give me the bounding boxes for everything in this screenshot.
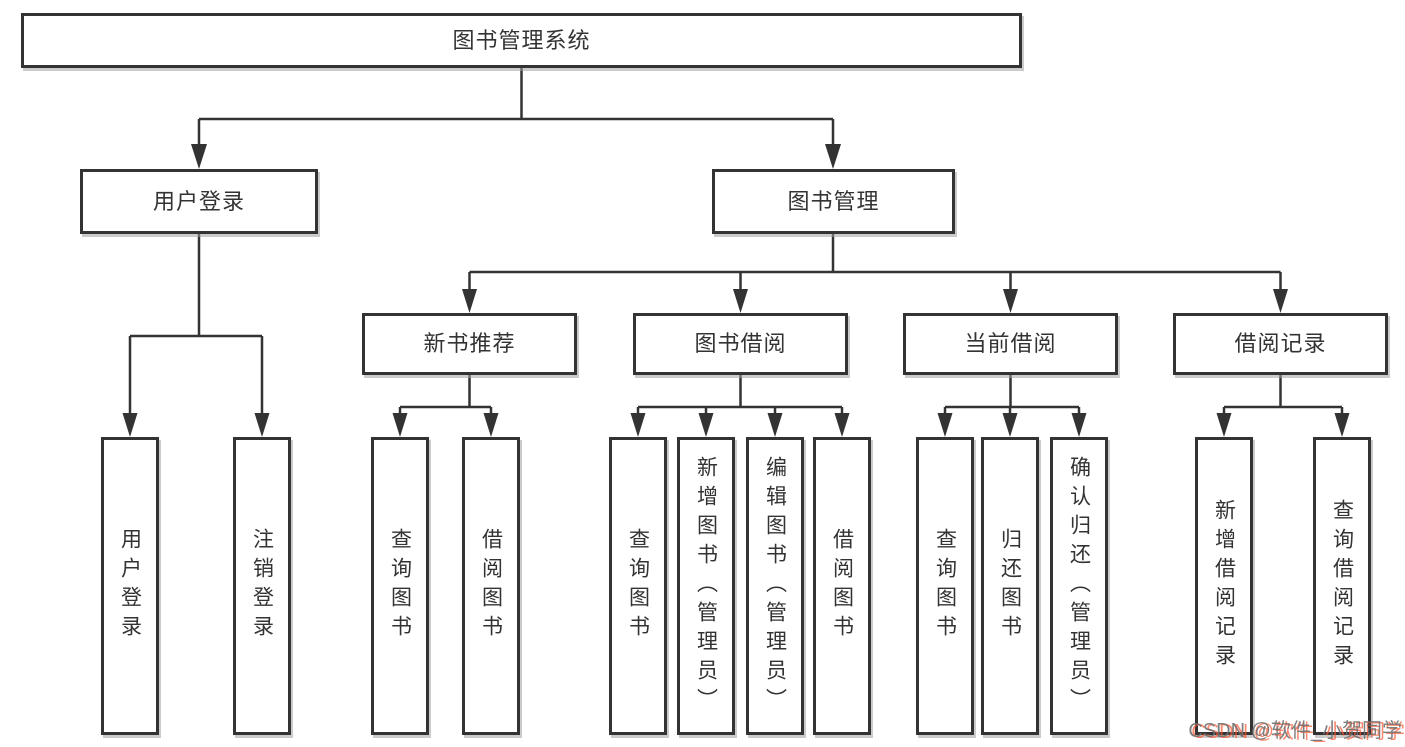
- leaf-logout-label: 注销登录: [250, 528, 274, 644]
- node-book-borrow-label: 图书借阅: [694, 331, 787, 356]
- node-current-borrow: 当前借阅: [903, 313, 1118, 375]
- leaf-borrow-books-recommend: 借阅图书: [462, 437, 520, 735]
- leaf-edit-book-admin-label: 编辑图书（管理员）: [763, 455, 787, 717]
- node-new-book-recommend-label: 新书推荐: [423, 331, 516, 356]
- leaf-query-borrow-record: 查询借阅记录: [1313, 437, 1371, 735]
- leaf-query-books-recommend-label: 查询图书: [388, 528, 412, 644]
- arrowheads: [122, 144, 1350, 437]
- leaf-borrow-books: 借阅图书: [813, 437, 871, 735]
- leaf-logout: 注销登录: [233, 437, 291, 735]
- leaf-add-borrow-record-label: 新增借阅记录: [1212, 499, 1236, 673]
- leaf-edit-book-admin: 编辑图书（管理员）: [746, 437, 804, 735]
- leaf-add-book-admin-label: 新增图书（管理员）: [694, 455, 718, 717]
- csdn-watermark-red-layer: CSDN @软件_小贺同学: [1191, 721, 1405, 743]
- leaf-user-login-label: 用户登录: [118, 528, 142, 644]
- leaf-borrow-books-recommend-label: 借阅图书: [479, 528, 503, 644]
- leaf-query-books-current: 查询图书: [916, 437, 974, 735]
- node-current-borrow-label: 当前借阅: [964, 331, 1057, 356]
- node-user-login-label: 用户登录: [152, 188, 245, 214]
- connector-path: [128, 68, 1344, 418]
- node-borrow-records: 借阅记录: [1173, 313, 1388, 375]
- leaf-borrow-books-label: 借阅图书: [830, 528, 854, 644]
- leaf-user-login: 用户登录: [101, 437, 159, 735]
- leaf-query-books-current-label: 查询图书: [933, 528, 957, 644]
- node-borrow-records-label: 借阅记录: [1234, 331, 1327, 356]
- leaf-add-book-admin: 新增图书（管理员）: [677, 437, 735, 735]
- leaf-query-books-borrow-label: 查询图书: [626, 528, 650, 644]
- node-new-book-recommend: 新书推荐: [362, 313, 577, 375]
- node-book-management-label: 图书管理: [787, 188, 880, 214]
- leaf-return-book-label: 归还图书: [998, 528, 1022, 644]
- csdn-watermark-gray-layer: CSDN @软件_小贺同学: [1188, 720, 1402, 742]
- leaf-query-borrow-record-label: 查询借阅记录: [1330, 499, 1354, 673]
- leaf-confirm-return-admin: 确认归还（管理员）: [1050, 437, 1108, 735]
- leaf-confirm-return-admin-label: 确认归还（管理员）: [1067, 455, 1091, 717]
- node-user-login: 用户登录: [80, 169, 318, 234]
- node-root-label: 图书管理系统: [452, 27, 591, 53]
- node-book-borrow: 图书借阅: [633, 313, 848, 375]
- node-book-management: 图书管理: [712, 169, 955, 234]
- leaf-query-books-borrow: 查询图书: [609, 437, 667, 735]
- leaf-add-borrow-record: 新增借阅记录: [1195, 437, 1253, 735]
- node-root: 图书管理系统: [21, 13, 1022, 68]
- leaf-return-book: 归还图书: [981, 437, 1039, 735]
- leaf-query-books-recommend: 查询图书: [371, 437, 429, 735]
